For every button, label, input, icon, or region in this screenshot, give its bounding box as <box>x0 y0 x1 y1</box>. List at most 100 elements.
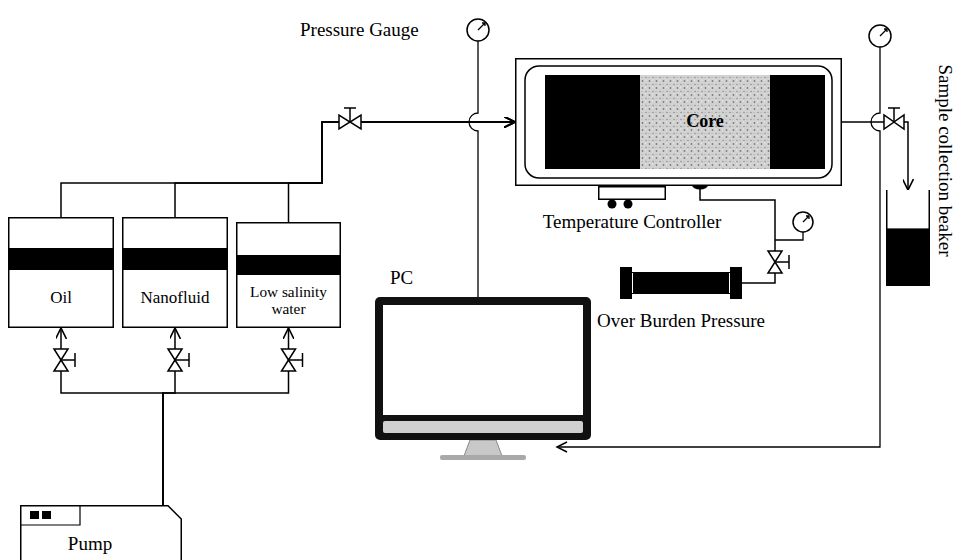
controller-wheel <box>624 200 633 209</box>
text-holder: PC <box>390 268 413 289</box>
pressure-gauge-symbol <box>793 212 813 232</box>
controller-box <box>599 187 666 200</box>
pc-label: PC <box>390 267 413 288</box>
label-holder: Pressure Gauge <box>300 20 419 41</box>
text-holder: Core <box>640 75 770 169</box>
node-outline <box>8 217 114 328</box>
sample-beaker: Sample collection beaker <box>886 190 930 286</box>
pump: Pump <box>20 505 182 560</box>
text-holder: Pump <box>40 529 140 559</box>
pump-panel <box>21 506 80 525</box>
valve-handle <box>289 353 303 367</box>
piston-band <box>122 248 228 270</box>
beaker-label: Sample collection beaker <box>935 64 956 256</box>
monitor-stand <box>464 440 502 456</box>
overburden-label: Over Burden Pressure <box>597 310 765 331</box>
node-outline <box>620 267 742 299</box>
valve-body <box>282 349 296 360</box>
piston-band <box>236 255 341 275</box>
pump-button <box>42 511 51 519</box>
node-outline <box>375 297 591 440</box>
valve-symbol <box>168 349 189 371</box>
valve-body <box>282 360 296 371</box>
node-outline <box>886 190 930 286</box>
cylinder-label: Low salinity water <box>238 284 339 318</box>
valve-handle <box>175 353 189 367</box>
text-holder: Oil <box>10 270 112 326</box>
cylinder-cap <box>620 267 632 299</box>
pc-monitor: PC <box>375 297 591 440</box>
valve-body <box>350 115 361 129</box>
pipe-line <box>842 122 908 190</box>
text-holder: Over Burden Pressure <box>597 311 765 332</box>
text-holder: Low salinity water <box>238 275 339 326</box>
cylinder-body <box>123 218 228 328</box>
gauge-line <box>775 232 803 240</box>
fluid-cylinder: Low salinity water <box>236 222 341 328</box>
pressure-gauge-symbol <box>869 25 891 47</box>
fluid-cylinder: Nanofluid <box>122 217 228 328</box>
gauge-label: Pressure Gauge <box>300 19 419 40</box>
gauge-needle <box>803 216 809 222</box>
holder-sleeve <box>525 66 832 178</box>
cap-joint <box>633 273 730 293</box>
valve-symbol <box>768 251 789 273</box>
node-outline <box>515 58 842 186</box>
valve-body <box>54 349 68 360</box>
valve-handle <box>61 353 75 367</box>
node-outline <box>598 186 666 200</box>
piston-band <box>8 248 114 270</box>
pipe-line <box>289 122 516 222</box>
sample-liquid <box>886 228 930 286</box>
monitor-screen <box>383 305 583 415</box>
valve-body <box>884 115 894 129</box>
pump-body <box>21 506 182 560</box>
monitor-frame <box>375 297 591 440</box>
cylinder-body <box>632 272 730 294</box>
overburden-cylinder: Over Burden Pressure <box>620 267 742 299</box>
valve-body <box>54 360 68 371</box>
pipe-line <box>163 328 289 505</box>
valve-symbol <box>54 349 75 371</box>
core-holder: Core <box>515 58 842 186</box>
cylinder-body <box>237 223 341 328</box>
text-holder: Nanofluid <box>124 270 226 326</box>
gauge-needle <box>478 23 485 30</box>
valve-body <box>768 262 782 273</box>
valve-body <box>339 115 350 129</box>
pressure-gauge-symbol <box>467 19 489 41</box>
valve-handle <box>888 108 900 122</box>
pipe-line <box>175 122 515 217</box>
valve-body <box>168 349 182 360</box>
valve-symbol <box>282 349 303 371</box>
end-plug <box>545 75 640 169</box>
fluid-cylinder: Oil <box>8 217 114 328</box>
valve-symbol <box>339 108 361 129</box>
text-holder: Temperature Controller <box>543 212 722 233</box>
cylinder-cap <box>730 267 742 299</box>
cylinder-body <box>9 218 114 328</box>
pump-label: Pump <box>68 534 112 555</box>
gauge-needle <box>880 29 887 36</box>
arrow-head <box>557 442 567 452</box>
holder-body <box>516 59 842 186</box>
text-holder: Sample collection beaker <box>935 64 956 256</box>
valve-symbol <box>884 108 904 129</box>
temperature-controller: Temperature Controller <box>598 186 666 200</box>
valve-body <box>768 251 782 262</box>
monitor-chin <box>383 421 583 433</box>
valve-body <box>168 360 182 371</box>
pump-button <box>30 511 39 519</box>
pipe-line <box>61 328 163 505</box>
beaker-wall <box>887 190 930 285</box>
core-sample <box>640 75 770 169</box>
controller-wheel <box>608 200 617 209</box>
node-outline <box>122 217 228 328</box>
core-label: Core <box>686 112 724 132</box>
cylinder-label: Oil <box>50 289 72 308</box>
valve-body <box>894 115 904 129</box>
signal-line <box>469 41 478 297</box>
end-plug <box>770 75 825 169</box>
monitor-base <box>440 455 526 460</box>
